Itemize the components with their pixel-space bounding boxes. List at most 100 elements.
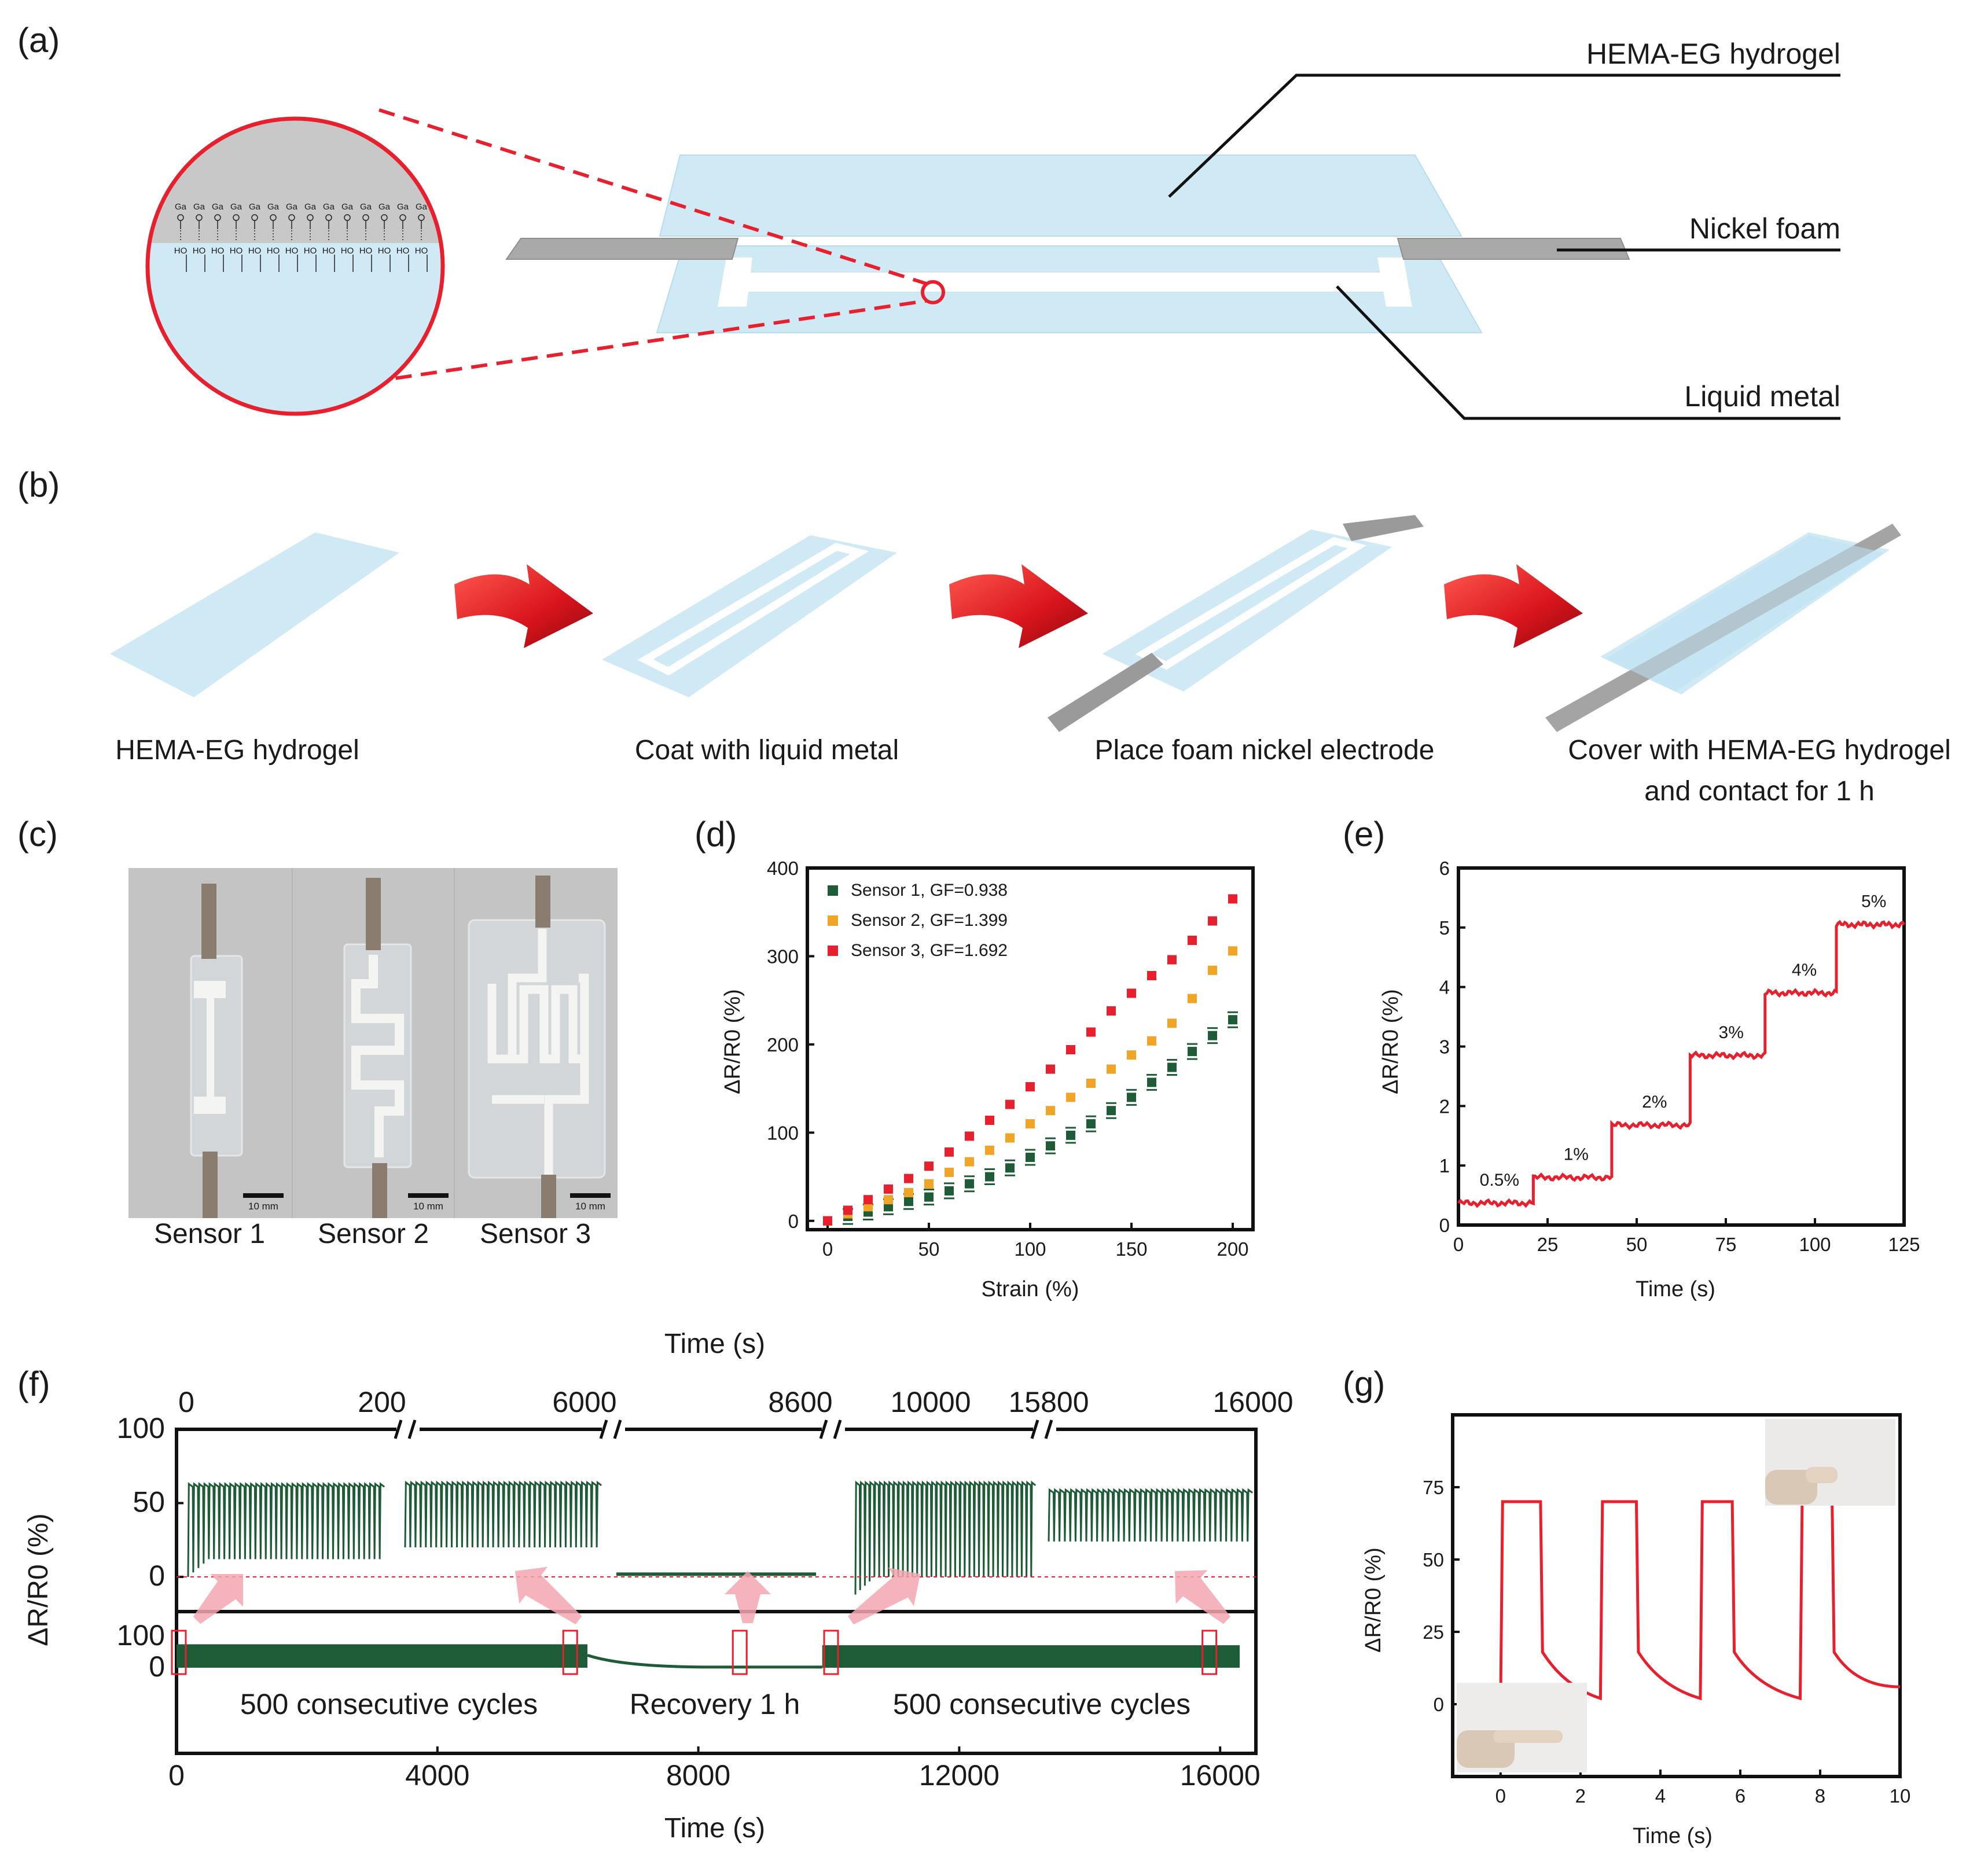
- data-point-sensor-3: [1086, 1027, 1096, 1037]
- zoom-pointer-arrow: [193, 1574, 243, 1624]
- x-tick-label: 16000: [1180, 1759, 1261, 1792]
- data-point-sensor-2: [1026, 1119, 1035, 1129]
- step-label: 0.5%: [1480, 1171, 1519, 1190]
- step4-label-line1: Cover with HEMA-EG hydrogel: [1568, 735, 1951, 766]
- x-tick-label: 200: [1217, 1238, 1248, 1260]
- segment-label-1: 500 consecutive cycles: [240, 1688, 538, 1720]
- y-tick-label: 25: [1423, 1621, 1444, 1643]
- step1-hydrogel: [110, 532, 399, 697]
- data-point-sensor-1: [1147, 1077, 1156, 1087]
- data-point-sensor-3: [1208, 916, 1217, 926]
- selection-box: [562, 1630, 578, 1675]
- top-tick-label: 16000: [1212, 1386, 1293, 1418]
- axis-break-mark: [613, 1419, 622, 1439]
- data-point-sensor-1: [1127, 1093, 1136, 1102]
- x-tick-label: 150: [1115, 1238, 1147, 1260]
- step4-label-line2: and contact for 1 h: [1644, 776, 1875, 807]
- zoom-pointer-arrow: [725, 1571, 771, 1623]
- data-point-sensor-2: [1086, 1078, 1096, 1088]
- top-tick-label: 15800: [1008, 1386, 1089, 1418]
- ho-group: HO: [248, 246, 262, 256]
- axis-break-mark: [1030, 1419, 1039, 1439]
- zoom-pointer-arrow: [515, 1566, 582, 1624]
- data-point-sensor-3: [965, 1131, 974, 1141]
- finger: [1493, 1730, 1563, 1743]
- x-tick-label: 8: [1815, 1785, 1825, 1807]
- data-point-sensor-2: [1066, 1093, 1075, 1102]
- ho-group: HO: [341, 246, 354, 256]
- process-arrow-1: [454, 564, 593, 648]
- x-tick-label: 2: [1575, 1785, 1586, 1807]
- y-tick-label: 1: [1439, 1155, 1450, 1176]
- y-tick-label: 400: [767, 858, 799, 879]
- data-point-sensor-3: [1188, 936, 1197, 945]
- ga-atom: Ga: [230, 202, 242, 212]
- ho-group: HO: [285, 246, 299, 256]
- response-curve: [1457, 920, 1906, 1208]
- data-point-sensor-2: [945, 1167, 954, 1177]
- data-point-sensor-1: [1046, 1141, 1055, 1151]
- axis-break-mark: [407, 1419, 417, 1439]
- data-point-sensor-3: [1167, 955, 1177, 965]
- data-point-sensor-3: [1066, 1045, 1075, 1055]
- step4-cover-hydrogel: [1606, 535, 1884, 692]
- zoom-line-lower: [370, 299, 927, 384]
- axis-break-mark: [599, 1419, 608, 1439]
- ho-group: HO: [267, 246, 280, 256]
- overview-band: [177, 1644, 588, 1668]
- data-point-sensor-1: [1026, 1153, 1035, 1162]
- data-point-sensor-3: [884, 1184, 893, 1194]
- liquid-metal-pad-right: [1377, 258, 1412, 307]
- legend-label-3: Sensor 3, GF=1.692: [851, 941, 1008, 960]
- chart-f-ylabel: ΔR/R0 (%): [23, 1513, 54, 1646]
- upper-y-tick-label: 100: [117, 1412, 165, 1444]
- zoom-trace: [616, 1572, 816, 1576]
- y-tick-label: 0: [1434, 1694, 1444, 1715]
- panel-b: (b) HEMA-EG hydrogel Coat with liquid me…: [17, 465, 1951, 807]
- sensor-3-photo: [468, 876, 606, 1218]
- ho-group: HO: [211, 246, 225, 256]
- lower-y-tick-label: 0: [149, 1650, 165, 1683]
- step-label: 5%: [1861, 892, 1886, 911]
- segment-label-3: 500 consecutive cycles: [893, 1688, 1190, 1720]
- panel-label-a: (a): [17, 21, 60, 60]
- x-tick-label: 0: [822, 1238, 833, 1260]
- step1-label: HEMA-EG hydrogel: [115, 735, 359, 766]
- plot-frame: [1451, 1413, 1902, 1778]
- data-point-sensor-1: [1005, 1163, 1015, 1173]
- ho-group: HO: [415, 246, 428, 256]
- process-arrow-2: [949, 564, 1088, 648]
- liquid-metal-trace: [725, 271, 1413, 293]
- ho-group: HO: [396, 246, 410, 256]
- step-label: 4%: [1792, 961, 1817, 980]
- panel-label-f: (f): [17, 1365, 50, 1403]
- step-label: 1%: [1564, 1145, 1589, 1164]
- data-point-sensor-3: [823, 1216, 832, 1226]
- data-point-sensor-2: [863, 1202, 873, 1212]
- data-point-sensor-2: [884, 1195, 893, 1205]
- data-point-sensor-2: [1127, 1050, 1136, 1060]
- ga-atom: Ga: [304, 202, 317, 212]
- data-point-sensor-3: [985, 1115, 994, 1125]
- plot-frame: [1457, 866, 1906, 1227]
- ga-atom: Ga: [379, 202, 391, 212]
- y-tick-label: 75: [1423, 1477, 1444, 1498]
- step3-nickel-right: [1343, 515, 1424, 541]
- x-tick-label: 12000: [919, 1759, 999, 1792]
- data-point-sensor-3: [945, 1147, 954, 1157]
- bent-finger-photo: [1765, 1419, 1895, 1506]
- chart-d-ylabel: ΔR/R0 (%): [721, 989, 745, 1094]
- data-point-sensor-1: [1208, 1031, 1217, 1040]
- data-point-sensor-2: [1228, 946, 1237, 956]
- panel-label-g: (g): [1343, 1365, 1385, 1403]
- ga-atom: Ga: [323, 202, 335, 212]
- data-point-sensor-2: [1046, 1106, 1055, 1116]
- data-point-sensor-1: [884, 1202, 893, 1212]
- data-point-sensor-3: [1026, 1082, 1035, 1092]
- leader-hydrogel: [1168, 73, 1840, 198]
- data-point-sensor-1: [945, 1186, 954, 1196]
